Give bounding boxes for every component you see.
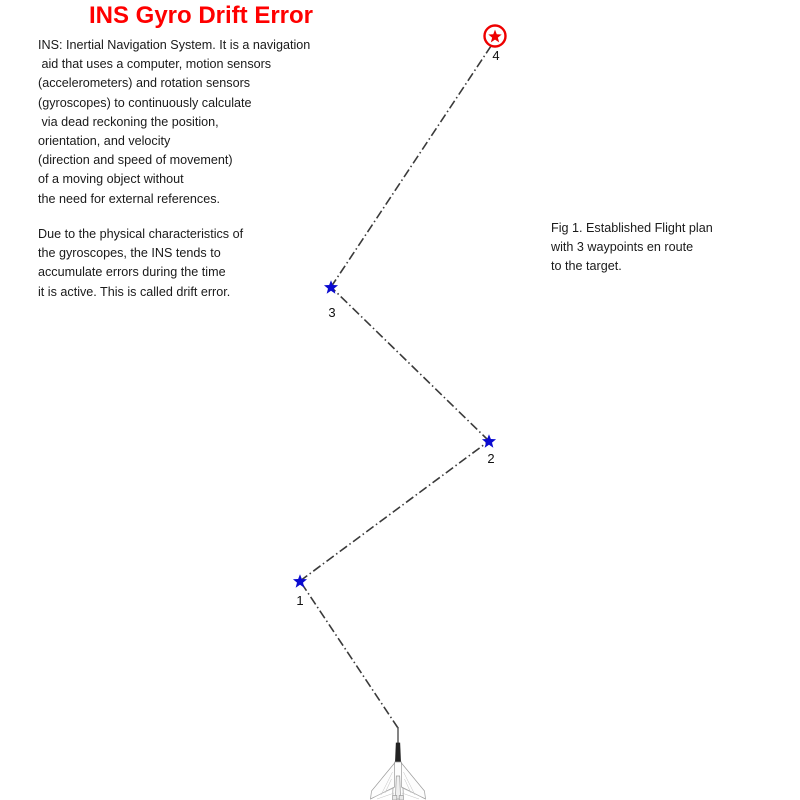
waypoint-2-star <box>481 434 497 448</box>
route-segment-1-to-2 <box>299 440 490 582</box>
aircraft-wing-panel-lines-right <box>401 771 423 800</box>
aircraft-exhaust-left <box>392 795 398 800</box>
route-segment-aircraft-to-1 <box>299 580 399 729</box>
aircraft-icon <box>370 727 426 800</box>
target-marker <box>483 24 507 48</box>
waypoint-1-star <box>292 574 308 588</box>
target-star <box>488 29 502 43</box>
route-segment-3-to-4 <box>330 39 496 288</box>
waypoint-3-label: 3 <box>328 305 336 320</box>
aircraft-exhaust-right <box>398 795 404 800</box>
figure-caption: Fig 1. Established Flight plan with 3 wa… <box>551 221 713 274</box>
waypoint-1-label: 1 <box>296 593 304 608</box>
ins-definition-paragraph: INS: Inertial Navigation System. It is a… <box>38 38 311 206</box>
aircraft-right-wing <box>401 762 426 800</box>
page-title: INS Gyro Drift Error <box>88 2 314 29</box>
aircraft-wing-panel-lines-left <box>373 771 395 800</box>
waypoint-4-target-label: 4 <box>492 48 500 63</box>
route-path-group <box>299 39 496 729</box>
route-segment-2-to-3 <box>330 286 490 442</box>
aircraft-left-wing <box>370 762 395 800</box>
aircraft-forward-fuselage <box>395 742 401 763</box>
waypoint-3-star <box>323 280 339 294</box>
waypoint-2-label: 2 <box>487 451 495 466</box>
drift-error-paragraph: Due to the physical characteristics of t… <box>38 227 244 299</box>
